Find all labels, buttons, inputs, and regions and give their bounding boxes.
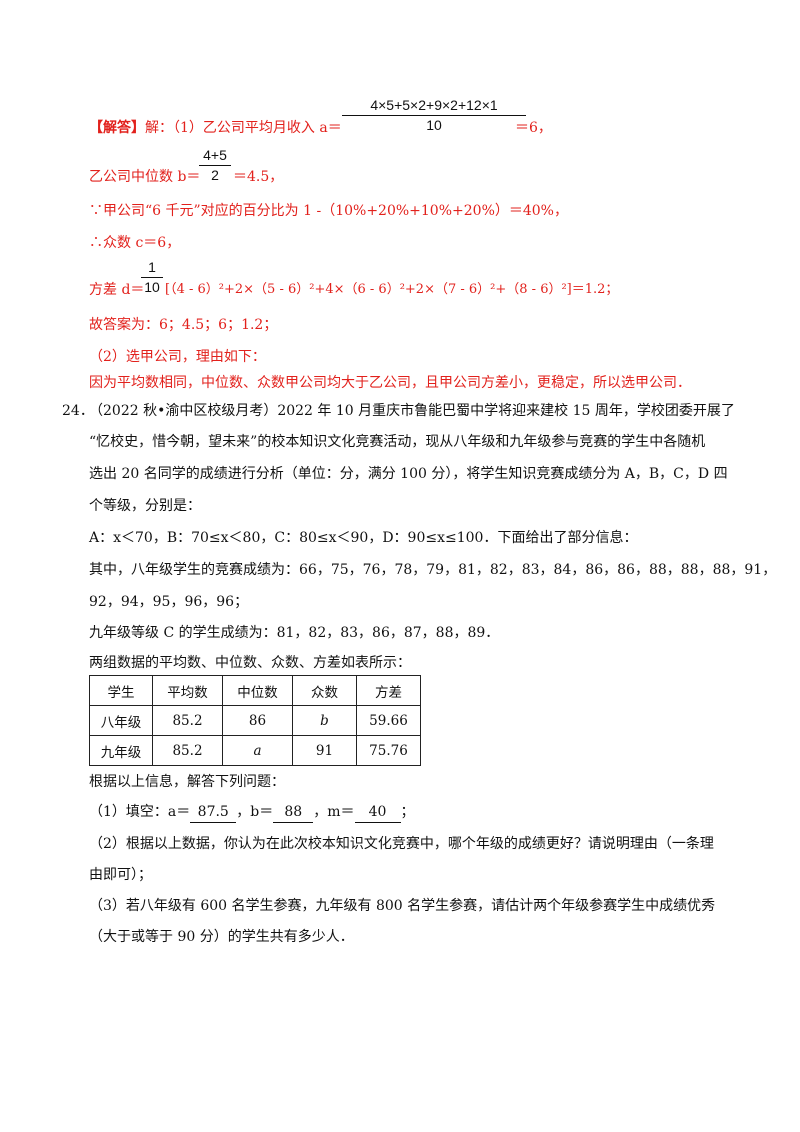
table-cell: 59.66 bbox=[356, 705, 421, 736]
grade8-scores-line-2: 92，94，95，96，96； bbox=[89, 594, 249, 610]
question-1: （1）填空：a＝87.5，b＝88，m＝40； bbox=[89, 802, 415, 823]
solution-line-8: 因为平均数相同，中位数、众数甲公司均大于乙公司，且甲公司方差小，更稳定，所以选甲… bbox=[89, 375, 691, 391]
grade8-scores-line-1: 其中，八年级学生的竞赛成绩为：66，75，76，78，79，81，82，83，8… bbox=[89, 562, 777, 578]
problem-paragraph-4: 个等级，分别是： bbox=[89, 498, 201, 514]
table-cell: 75.76 bbox=[356, 735, 421, 766]
problem-paragraph-1: （2022 秋•渝中区校级月考）2022 年 10 月重庆市鲁能巴蜀中学将迎来建… bbox=[89, 403, 735, 419]
table-header-row: 学生 平均数 中位数 众数 方差 bbox=[89, 675, 421, 706]
table-cell: 八年级 bbox=[89, 705, 153, 736]
question-2-line-1: （2）根据以上数据，你认为在此次校本知识文化竞赛中，哪个年级的成绩更好？请说明理… bbox=[89, 836, 714, 852]
solution-line-5: 方差 d＝ bbox=[89, 282, 145, 298]
problem-paragraph-2: “忆校史，惜今朝，望未来”的校本知识文化竞赛活动，现从八年级和九年级参与竞赛的学… bbox=[89, 434, 706, 450]
answer-tag: 【解答】 bbox=[89, 120, 145, 136]
fraction-median: 4+5 2 bbox=[199, 146, 231, 185]
question-3-line-1: （3）若八年级有 600 名学生参赛，九年级有 800 名学生参赛，请估计两个年… bbox=[89, 898, 716, 914]
solution-line-5-suffix: [（4 - 6）²+2×（5 - 6）²+4×（6 - 6）²+2×（7 - 6… bbox=[165, 282, 619, 297]
table-cell: 85.2 bbox=[152, 735, 223, 766]
question-3-line-2: （大于或等于 90 分）的学生共有多少人． bbox=[89, 929, 354, 945]
problem-paragraph-3: 选出 20 名同学的成绩进行分析（单位：分，满分 100 分），将学生知识竞赛成… bbox=[89, 466, 728, 482]
table-cell: b bbox=[292, 705, 357, 736]
question-2-line-2: 由即可）； bbox=[89, 867, 152, 883]
table-header: 方差 bbox=[356, 675, 421, 706]
fraction-mean: 4×5+5×2+9×2+12×1 10 bbox=[342, 96, 526, 135]
solution-line-6: 故答案为：6；4.5；6；1.2； bbox=[89, 317, 278, 333]
table-cell: a bbox=[222, 735, 293, 766]
table-header: 平均数 bbox=[152, 675, 223, 706]
table-header: 众数 bbox=[292, 675, 357, 706]
answer-a: 87.5 bbox=[190, 802, 237, 823]
solution-line-1-suffix: ＝6， bbox=[515, 120, 552, 136]
grade-definitions: A：x＜70，B：70≤x＜80，C：80≤x＜90，D：90≤x≤100．下面… bbox=[89, 530, 638, 546]
table-cell: 91 bbox=[292, 735, 357, 766]
fraction-variance: 1 10 bbox=[141, 258, 163, 297]
table-intro: 两组数据的平均数、中位数、众数、方差如表所示： bbox=[89, 655, 411, 671]
solution-line-4: ∴众数 c＝6， bbox=[89, 235, 181, 251]
solution-line-3: ∵甲公司“6 千元”对应的百分比为 1 -（10%+20%+10%+20%）＝4… bbox=[89, 203, 568, 219]
table-row: 八年级 85.2 86 b 59.66 bbox=[89, 705, 421, 736]
answer-b: 88 bbox=[273, 802, 314, 823]
table-header: 中位数 bbox=[222, 675, 293, 706]
table-header: 学生 bbox=[89, 675, 153, 706]
problem-number: 24． bbox=[62, 403, 94, 419]
grade9-c-scores: 九年级等级 C 的学生成绩为：81，82，83，86，87，88，89． bbox=[89, 625, 500, 641]
solution-line-1: 【解答】解：（1）乙公司平均月收入 a＝ bbox=[89, 120, 342, 136]
table-cell: 86 bbox=[222, 705, 293, 736]
table-row: 九年级 85.2 a 91 75.76 bbox=[89, 735, 421, 766]
answer-m: 40 bbox=[354, 802, 401, 823]
solution-line-7: （2）选甲公司，理由如下： bbox=[89, 349, 266, 365]
solution-line-2-suffix: ＝4.5， bbox=[233, 169, 284, 185]
solution-line-2: 乙公司中位数 b＝ bbox=[89, 169, 201, 185]
stats-table: 学生 平均数 中位数 众数 方差 八年级 85.2 86 b 59.66 九年级… bbox=[89, 675, 421, 766]
table-cell: 九年级 bbox=[89, 735, 153, 766]
table-cell: 85.2 bbox=[152, 705, 223, 736]
questions-intro: 根据以上信息，解答下列问题： bbox=[89, 774, 285, 790]
